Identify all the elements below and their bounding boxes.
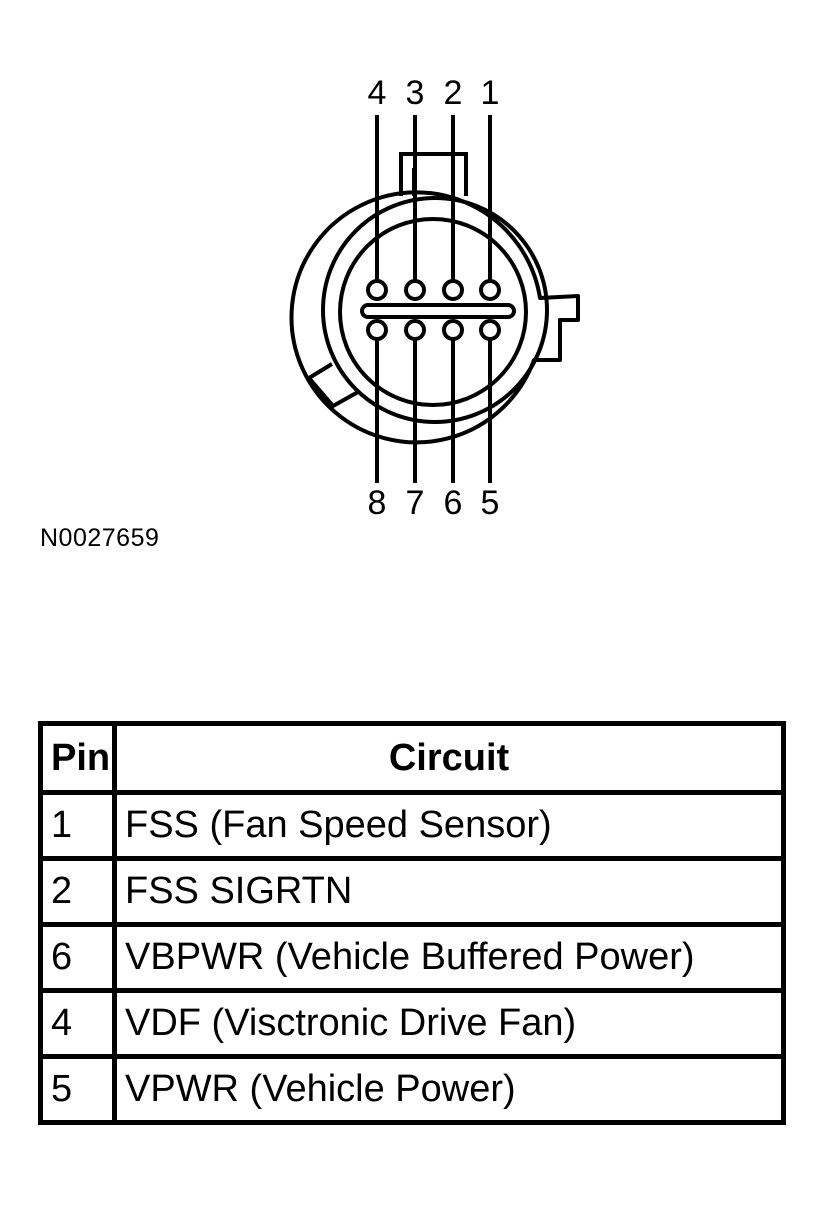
- table-row: 5 VPWR (Vehicle Power): [38, 1054, 786, 1125]
- connector-key-tab: [307, 362, 359, 408]
- pin-label-top: 3: [406, 74, 425, 112]
- pin-label-bottom: 7: [406, 484, 425, 522]
- connector-divider-bar: [360, 303, 516, 319]
- pin-label-top: 2: [444, 74, 463, 112]
- circuit-cell: VPWR (Vehicle Power): [112, 1054, 786, 1125]
- circuit-cell: FSS (Fan Speed Sensor): [112, 790, 786, 861]
- table-row: 4 VDF (Visctronic Drive Fan): [38, 988, 786, 1059]
- connector-middle-ring: [321, 196, 549, 424]
- pin-cell: 2: [38, 856, 117, 927]
- pin-cell: 5: [38, 1054, 117, 1125]
- connector-diagram: 4 3 2 1 8 7 6 5: [289, 74, 580, 522]
- pin-cell: 4: [38, 988, 117, 1059]
- pin-label-bottom: 5: [481, 484, 500, 522]
- pin-2-cavity: [442, 279, 464, 301]
- pin-cell: 1: [38, 790, 117, 861]
- circuit-cell: VDF (Visctronic Drive Fan): [112, 988, 786, 1059]
- table-row: 6 VBPWR (Vehicle Buffered Power): [38, 922, 786, 993]
- table-row: 1 FSS (Fan Speed Sensor): [38, 790, 786, 861]
- circuit-column-header: Circuit: [112, 721, 786, 795]
- connector-top-tab: [399, 152, 468, 196]
- pin-label-top: 4: [368, 74, 387, 112]
- circuit-cell: VBPWR (Vehicle Buffered Power): [112, 922, 786, 993]
- pin-3-cavity: [404, 279, 426, 301]
- figure-code: N0027659: [40, 524, 160, 552]
- pin-7-cavity: [404, 319, 426, 341]
- pin-label-bottom: 8: [368, 484, 387, 522]
- pin-cell: 6: [38, 922, 117, 993]
- connector-inner-ring: [338, 217, 528, 407]
- pin-circuit-table: Pin Circuit 1 FSS (Fan Speed Sensor) 2 F…: [38, 721, 786, 1125]
- pin-5-cavity: [479, 319, 501, 341]
- pin-4-cavity: [366, 279, 388, 301]
- pin-6-cavity: [442, 319, 464, 341]
- pin-column-header: Pin: [38, 721, 117, 795]
- pin-8-cavity: [366, 319, 388, 341]
- pin-label-top: 1: [481, 74, 500, 112]
- pin-1-cavity: [479, 279, 501, 301]
- table-header-row: Pin Circuit: [38, 721, 786, 795]
- circuit-cell: FSS SIGRTN: [112, 856, 786, 927]
- table-row: 2 FSS SIGRTN: [38, 856, 786, 927]
- pin-label-bottom: 6: [444, 484, 463, 522]
